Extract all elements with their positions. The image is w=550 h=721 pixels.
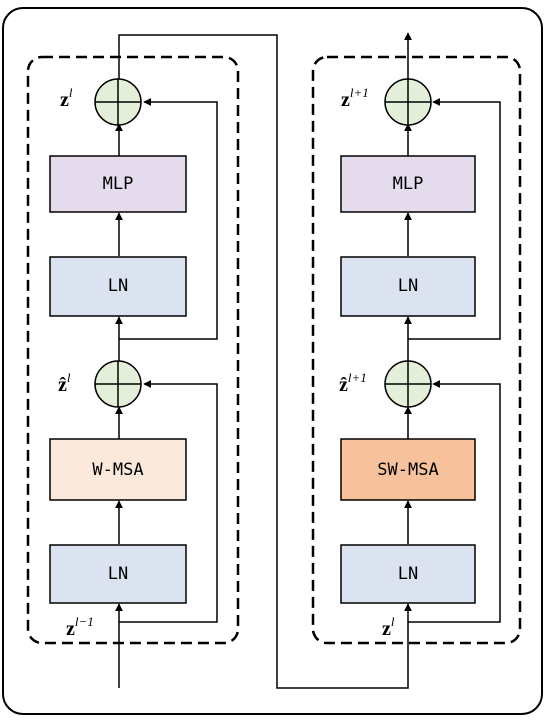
outer-frame	[2, 7, 543, 715]
right-residual-2	[408, 98, 501, 340]
right-ln-bottom-box	[340, 544, 476, 604]
left-add-bottom	[94, 360, 142, 408]
right-ln-top-box	[340, 256, 476, 317]
right-mlp-box	[340, 155, 476, 213]
left-ln-bottom-box	[49, 544, 187, 604]
left-z-in-label: zl−1	[66, 614, 94, 640]
right-z-out-label: zl+1	[341, 85, 369, 111]
left-mlp-label: MLP	[103, 174, 134, 194]
right-block-container	[311, 55, 522, 645]
right-swmsa-label: SW-MSA	[377, 460, 438, 480]
left-ln-top-label: LN	[108, 276, 128, 296]
left-block-container	[26, 55, 240, 645]
left-wmsa-box	[49, 438, 187, 501]
left-mlp-box	[49, 155, 187, 213]
left-residual-2	[119, 98, 218, 340]
right-ln-top-label: LN	[398, 276, 418, 296]
left-ln-top-box	[49, 256, 187, 317]
left-wmsa-label: W-MSA	[92, 460, 143, 480]
right-residual-1	[408, 380, 501, 623]
right-add-bottom	[384, 360, 432, 408]
right-z-hat-label: ẑl+1	[339, 370, 367, 396]
left-add-top	[94, 78, 142, 126]
left-z-hat-label: ẑl	[58, 370, 71, 396]
left-z-out-label: zl	[60, 85, 73, 111]
left-ln-bottom-label: LN	[108, 564, 128, 584]
right-ln-bottom-label: LN	[398, 564, 418, 584]
right-add-top	[384, 78, 432, 126]
crossover-line	[118, 34, 412, 689]
right-mlp-label: MLP	[393, 174, 424, 194]
left-residual-1	[119, 380, 218, 623]
right-z-in-label: zl	[382, 614, 395, 640]
right-swmsa-box	[340, 438, 476, 501]
